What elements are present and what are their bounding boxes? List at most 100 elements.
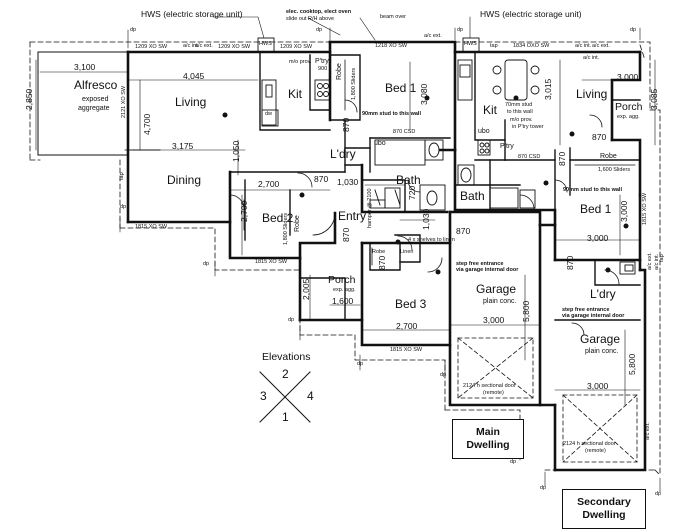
dp-marker-11: dp [540,485,547,491]
dp-marker-10: dp [510,459,517,465]
dp-marker-3: dp [457,27,464,33]
leader-lines [212,16,471,41]
tap-marker-2: tap [119,172,125,180]
sectional-door-main-2: (remote) [483,390,504,396]
room-bath-sec: Bath [460,189,485,203]
sectional-door-sec: 2124 h sectional door [563,441,616,447]
window-1209-b: 1209 XO SW [218,44,251,50]
hws-tag-secondary: HWS [464,41,477,47]
window-1834: 1834 OXO SW [513,43,550,49]
hws-secondary-note: HWS (electric storage unit) [480,9,582,19]
room-kit-main: Kit [288,87,303,101]
mw-prov-main: m/o prov. [289,59,312,65]
dp-marker-8: dp [357,361,364,367]
step-free-main-1: step free entrance [456,261,504,267]
dim-870-e: 870 [377,255,387,270]
room-living-sec: Living [576,87,608,101]
room-bed1-main: Bed 1 [385,81,417,95]
mw-prov-sec: m/o prov. [510,117,533,123]
ubo-sec: ubo [478,128,490,135]
garage-door-dashed [457,337,638,463]
elec-note-line2: slide out R/H above [286,16,334,22]
robe-sliders-main: 1,800 Sliders [351,67,357,100]
room-linen-main: Linen [400,249,414,255]
room-robe-bed3: Robe [372,249,386,255]
ac-ext-main-2: a/c ext. [424,33,442,39]
shelves-linen-note: 4 x shelves to linen [408,237,455,243]
ptry-900: 900 [318,66,328,72]
stud-note-secondary: 90mm stud to this wall [563,187,622,193]
hamper-note: hamper @ 2100 [367,188,373,228]
dim-2850: 2,850 [24,88,34,110]
dim-3000-bed-sec-h: 3,000 [587,233,609,243]
room-robe-sec: Robe [600,153,617,160]
window-1209-c: 1209 XO SW [280,44,313,50]
window-1815-c: 1815 XO SW [390,347,423,353]
room-ldry-sec: L'dry [590,287,616,301]
dp-marker-6: dp [203,261,210,267]
dim-870-c: 870 [341,227,351,242]
window-1815-a: 1815 XO SW [135,224,168,230]
ac-ext-sec-vert-2: a/c ext. [647,252,653,270]
ac-ext-sec-vert: a/c ext. [645,422,651,440]
room-alfresco: Alfresco [74,78,118,92]
step-free-main-2: via garage internal door [456,267,519,273]
room-garage-sec: Garage [580,332,621,346]
elevation-3: 3 [260,389,267,403]
dim-3000-garage-main: 3,000 [483,315,505,325]
dim-5800-main: 5,800 [521,300,531,322]
secondary-dwelling-title: Secondary Dwelling [562,489,646,529]
ubo-main: ubo [374,140,386,147]
sectional-door-sec-2: (remote) [585,448,606,454]
dim-3175: 3,175 [172,141,194,151]
room-bed2: Bed 2 [262,211,294,225]
dim-870-h: 870 [565,255,575,270]
robe-sliders-sec: 1,600 Sliders [598,167,631,173]
dim-870-a: 870 [341,117,351,132]
dim-1600-porch: 1,600 [332,296,354,306]
tap-marker-1: tap [490,43,498,49]
dim-870-f: 870 [592,132,607,142]
dim-5800-sec: 5,800 [627,353,637,375]
dim-2700-bed3: 2,700 [396,321,418,331]
robe-sliders-bed2: 1,800 Sliders [283,212,289,245]
dp-marker-2: dp [316,27,323,33]
sliding-doors [124,59,636,266]
step-free-sec-2: via garage internal door [562,313,625,319]
dim-2700-bed2-v: 2,700 [239,200,249,222]
dim-3000-garage-sec: 3,000 [587,381,609,391]
dim-870-d: 870 [456,226,471,236]
ac-int-sec-2: a/c int. [583,55,600,61]
dimension-lines [35,59,656,406]
window-1815-b: 1815 XO SW [255,259,288,265]
window-2121: 2121 XO SW [121,85,127,118]
dim-720: 720 [407,185,417,200]
room-living-main: Living [175,95,207,109]
dim-3000-bed-sec-v: 3,000 [619,200,629,222]
alfresco-sub-2: aggregate [78,105,110,112]
stud-70-note-2: to this wall [507,109,533,115]
main-dwelling-title: Main Dwelling [452,419,524,460]
room-bath-main: Bath [396,173,421,187]
room-robe-main-bed1: Robe [336,63,343,80]
stud-note-main: 90mm stud to this wall [362,111,421,117]
room-robe-bed2: Robe [294,215,301,232]
mw-ptry-sec: in P'try tower [512,124,544,130]
dim-1050: 1,050 [231,140,241,162]
dim-4045: 4,045 [183,71,205,81]
hws-tag-main: HWS [259,41,272,47]
dim-3015: 3,015 [543,78,553,100]
dim-3100: 3,100 [74,62,96,72]
csd-870-sec: 870 CSD [518,154,541,160]
room-bed3: Bed 3 [395,297,427,311]
dp-marker-9: dp [440,372,447,378]
hws-main-note: HWS (electric storage unit) [141,9,243,19]
ac-int-main: a/c int. [183,43,200,49]
room-porch-sec: Porch [615,101,643,113]
tap-marker-3: tap [659,254,665,262]
ac-ext-sec: a/c ext. [592,43,610,49]
dim-3080: 3,080 [419,83,429,105]
room-entry: Entry [338,209,367,223]
garage-main-sub: plain conc. [483,298,517,305]
